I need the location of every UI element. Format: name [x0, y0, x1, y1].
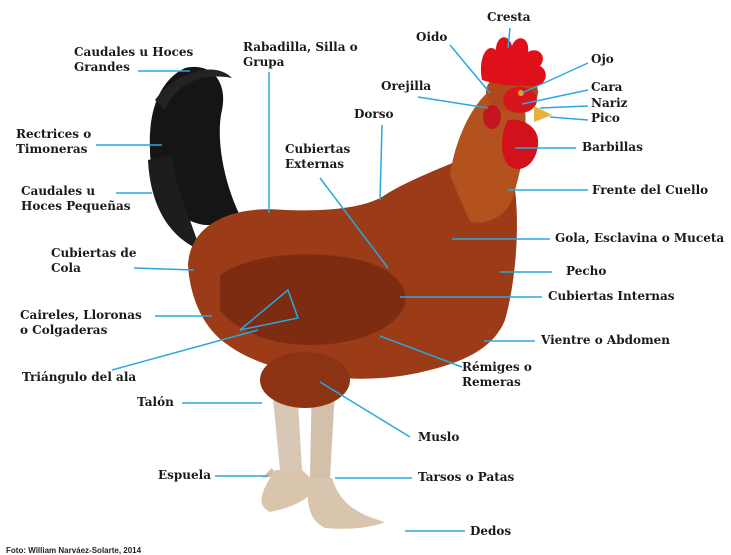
label-triangulo: Triángulo del ala	[22, 370, 136, 385]
label-caudales-grandes: Caudales u Hoces Grandes	[74, 45, 193, 75]
label-oido: Oido	[416, 30, 447, 45]
label-rabadilla: Rabadilla, Silla o Grupa	[243, 40, 358, 70]
photo-credit: Foto: William Narváez-Solarte, 2014	[6, 546, 141, 555]
leader-nariz	[540, 106, 588, 108]
label-cubiertas-externas: Cubiertas Externas	[285, 142, 350, 172]
leader-orejilla	[418, 97, 488, 108]
toes-right	[308, 478, 385, 529]
thigh	[260, 352, 350, 408]
label-frente-cuello: Frente del Cuello	[592, 183, 708, 198]
label-cubiertas-cola: Cubiertas de Cola	[51, 246, 136, 276]
label-cara: Cara	[591, 80, 622, 95]
label-barbillas: Barbillas	[582, 140, 643, 155]
leader-pico	[550, 117, 588, 120]
label-ojo: Ojo	[591, 52, 614, 67]
label-caireles: Caireles, Lloronas o Colgaderas	[20, 308, 142, 338]
label-orejilla: Orejilla	[381, 79, 431, 94]
label-caudales-pequenas: Caudales u Hoces Pequeñas	[21, 184, 131, 214]
earlobe	[483, 105, 501, 129]
comb	[481, 37, 546, 86]
label-talon: Talón	[137, 395, 174, 410]
label-muslo: Muslo	[418, 430, 459, 445]
label-pico: Pico	[591, 111, 620, 126]
label-vientre: Vientre o Abdomen	[541, 333, 670, 348]
label-dedos: Dedos	[470, 524, 511, 539]
rooster-illustration	[148, 37, 552, 528]
label-nariz: Nariz	[591, 96, 627, 111]
label-dorso: Dorso	[354, 107, 394, 122]
wattles	[502, 120, 538, 169]
label-tarsos: Tarsos o Patas	[418, 470, 514, 485]
leader-cub-cola	[134, 268, 194, 270]
label-cresta: Cresta	[487, 10, 531, 25]
label-pecho: Pecho	[566, 264, 606, 279]
label-remiges: Rémiges o Remeras	[462, 360, 532, 390]
leader-dorso	[380, 125, 382, 200]
label-espuela: Espuela	[158, 468, 211, 483]
label-cubiertas-internas: Cubiertas Internas	[548, 289, 675, 304]
label-rectrices: Rectrices o Timoneras	[16, 127, 91, 157]
label-gola: Gola, Esclavina o Muceta	[555, 231, 724, 246]
